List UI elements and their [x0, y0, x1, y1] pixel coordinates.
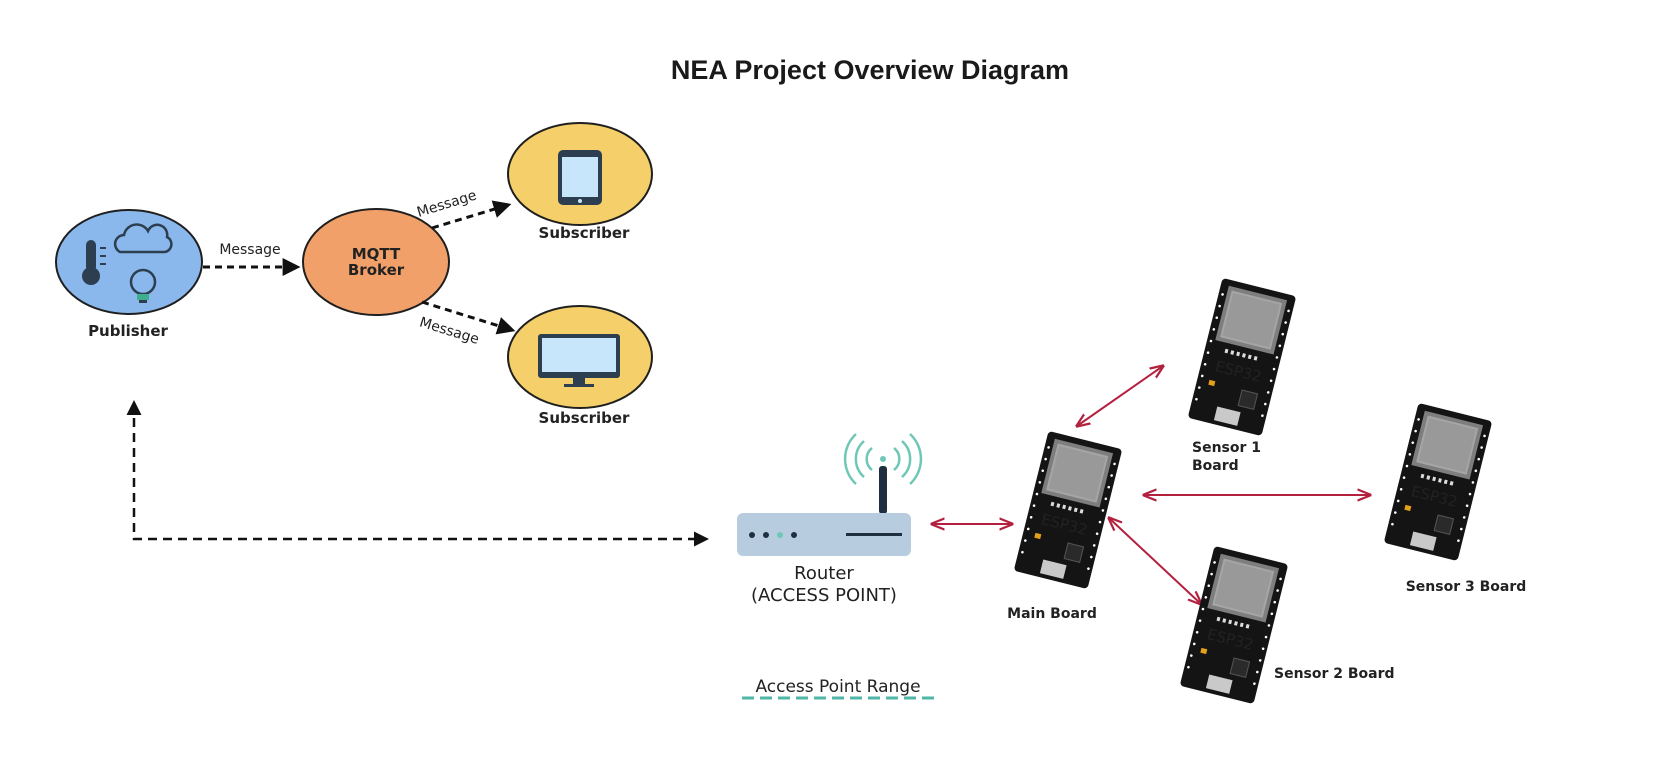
- subscriber-bottom-node: [507, 305, 653, 409]
- message-label-to-broker: Message: [219, 242, 280, 258]
- sensor3-label: Sensor 3 Board: [1406, 579, 1527, 595]
- subscriber-top-node: [507, 122, 653, 226]
- mqtt-broker-node: [302, 208, 450, 316]
- thermometer-icon: [82, 240, 106, 285]
- router-label-line2: (ACCESS POINT): [751, 585, 897, 606]
- main-sensor1-link: [1077, 366, 1163, 426]
- sensor3-board: ESP32: [1383, 402, 1493, 562]
- tablet-icon: [558, 150, 602, 205]
- subscriber-top-label: Subscriber: [539, 224, 630, 242]
- broker-to-top-subscriber-arrow: [431, 200, 512, 230]
- sensor2-label: Sensor 2 Board: [1274, 666, 1395, 682]
- main-board: ESP32: [1013, 430, 1123, 590]
- lightbulb-icon: [129, 268, 157, 303]
- sensor2-board: ESP32: [1179, 545, 1289, 705]
- monitor-icon: [538, 334, 620, 387]
- main-board-label: Main Board: [1007, 606, 1097, 622]
- router-node: [737, 433, 923, 556]
- publisher-router-connector: [126, 400, 709, 547]
- broker-label-line1: MQTT: [352, 245, 401, 263]
- broker-label-line2: Broker: [348, 261, 405, 279]
- cloud-icon: [113, 223, 173, 254]
- sensor1-board: ESP32: [1187, 277, 1297, 437]
- main-sensor2-link: [1109, 518, 1201, 604]
- publisher-node: [55, 209, 203, 315]
- sensor1-label-line1: Sensor 1: [1192, 440, 1261, 456]
- publisher-label: Publisher: [88, 322, 168, 340]
- router-label-line1: Router: [794, 563, 854, 584]
- wifi-signal-icon: [843, 433, 923, 485]
- diagram-title: NEA Project Overview Diagram: [671, 55, 1069, 85]
- broker-to-bottom-subscriber-arrow: [421, 300, 516, 335]
- message-label-to-bottom: Message: [417, 315, 480, 348]
- access-point-range-label: Access Point Range: [755, 677, 920, 697]
- sensor1-label-line2: Board: [1192, 458, 1239, 474]
- subscriber-bottom-label: Subscriber: [539, 409, 630, 427]
